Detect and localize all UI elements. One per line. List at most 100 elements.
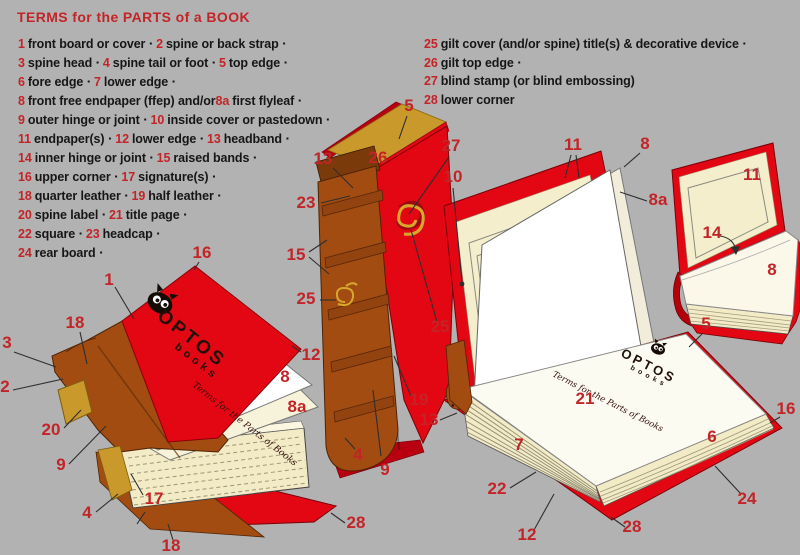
separator-square: ▪: [212, 172, 216, 181]
part-label-13: 13: [420, 410, 439, 429]
block-left-face-lines: [461, 395, 601, 502]
separator-square: ▪: [172, 77, 175, 86]
part-label-28: 28: [347, 513, 366, 532]
leader-line: [533, 493, 555, 531]
leader-line: [12, 378, 64, 391]
legend-term-text: outer hinge or joint: [27, 113, 140, 127]
leader-line: [167, 523, 174, 541]
leader-line: [344, 437, 356, 450]
part-label-5: 5: [701, 314, 710, 333]
separator-square: ▪: [79, 229, 82, 238]
part-label-28: 28: [623, 517, 642, 536]
legend-term-text: spine label: [34, 208, 99, 222]
legend-term-text: gilt top edge: [440, 56, 514, 70]
legend-term-text: fore edge: [27, 75, 84, 89]
small-page-curve: [681, 239, 791, 281]
legend-term-text: raised bands: [173, 151, 250, 165]
cover-blind-stamp: [395, 200, 425, 236]
part-label-18: 18: [66, 313, 85, 332]
legend-term-text: upper corner: [34, 170, 111, 184]
leader-line: [130, 473, 144, 496]
leader-line: [63, 409, 82, 429]
separator-square: ▪: [124, 191, 128, 200]
part-label-8: 8: [640, 134, 649, 153]
separator-square: ▪: [102, 210, 105, 219]
part-label-16: 16: [777, 399, 796, 418]
part-label-17: 17: [145, 489, 164, 508]
leader-line: [320, 195, 351, 204]
leader-line: [610, 516, 626, 528]
leader-line: [623, 152, 641, 168]
separator-square: ▪: [284, 58, 287, 67]
outer-hinge-crease: [97, 345, 181, 459]
spine-tail-gold: [97, 445, 133, 501]
part-label-24: 24: [738, 489, 757, 508]
legend-term-number: 17: [121, 170, 136, 184]
leader-line: [308, 256, 330, 275]
legend-term-text: front free endpaper (ffep) and/or: [27, 94, 216, 108]
legend-term-number: 25: [424, 37, 438, 51]
legend-term-number: 6: [18, 75, 25, 89]
legend-term-number: 20: [18, 208, 32, 222]
part-label-15: 15: [287, 245, 306, 264]
separator-square: ▪: [149, 153, 153, 162]
part-label-18: 18: [162, 536, 181, 555]
leader-line: [408, 156, 450, 215]
part-label-21: 21: [576, 389, 595, 408]
standing-book: [315, 101, 455, 479]
legend-term-text: half leather: [148, 189, 214, 203]
part-label-1: 1: [104, 270, 113, 289]
legend-term-number: 15: [156, 151, 171, 165]
legend-term-text: inner hinge or joint: [34, 151, 146, 165]
separator-square: ▪: [282, 39, 286, 48]
legend-term-number: 3: [18, 56, 25, 70]
leader-line: [13, 351, 57, 368]
part-label-11: 11: [564, 135, 582, 154]
legend-term-text: top edge: [228, 56, 281, 70]
leader-line: [439, 412, 458, 421]
separator-square: ▪: [114, 172, 118, 181]
separator-square: ▪: [87, 77, 90, 86]
legend-term-text: inside cover or pastedown: [167, 113, 323, 127]
legend-term-number: 18: [18, 189, 32, 203]
legend-term-text: headcap: [102, 227, 153, 241]
legend-term-number: 23: [85, 227, 100, 241]
part-label-3: 3: [2, 333, 11, 352]
legend-term-text: lower edge: [131, 132, 197, 146]
separator-square: ▪: [96, 58, 99, 67]
part-label-9: 9: [56, 455, 65, 474]
part-label-12: 12: [518, 525, 537, 544]
part-label-16: 16: [193, 243, 212, 262]
leader-line: [79, 331, 88, 365]
small-ffep-surface: [679, 230, 799, 317]
part-label-13: 13: [314, 149, 333, 168]
legend-term-text: lower edge: [103, 75, 169, 89]
part-label-8: 8: [280, 367, 289, 386]
legend-term-number: 5: [218, 56, 226, 70]
separator-square: ▪: [253, 153, 257, 162]
legend-term-number: 22: [18, 227, 32, 241]
legend-term-number: 1: [18, 37, 25, 51]
legend-term-text: lower corner: [440, 93, 515, 107]
separator-square: ▪: [143, 115, 147, 124]
leader-line: [619, 191, 648, 202]
spine-gilt-device: [335, 282, 358, 307]
legend-term-number: 12: [115, 132, 129, 146]
separator-square: ▪: [108, 134, 112, 143]
separator-square: ▪: [285, 134, 289, 143]
legend-term-text: title page: [125, 208, 180, 222]
legend-term-text: spine tail or foot: [112, 56, 209, 70]
leader-line: [410, 229, 438, 323]
small-block-face-lines: [687, 308, 792, 332]
separator-square: ▪: [742, 39, 746, 48]
legend-term-text: spine or back strap: [165, 37, 279, 51]
part-label-20: 20: [42, 420, 61, 439]
legend-term-number: 14: [18, 151, 32, 165]
